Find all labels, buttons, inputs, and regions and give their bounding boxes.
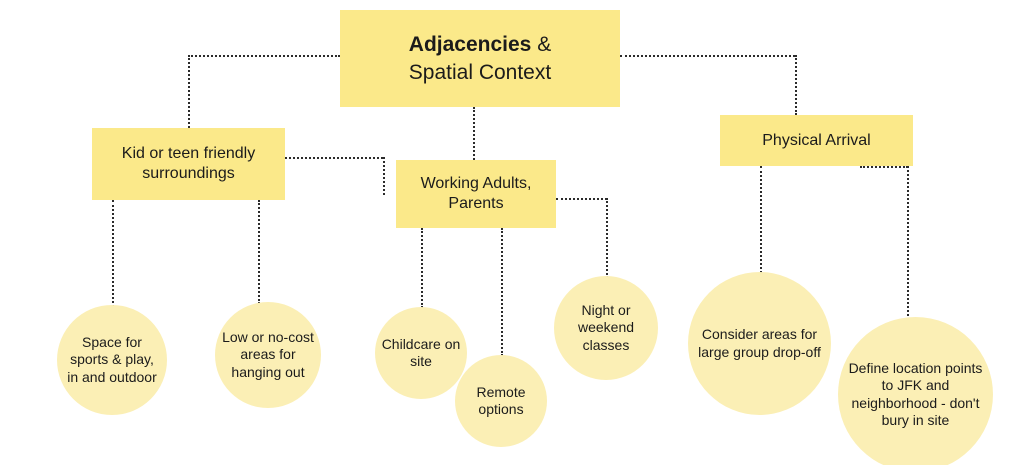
connector-arrival-to-jfk-horizontal — [860, 166, 908, 168]
root-node-label-rest: & Spatial Context — [408, 32, 552, 84]
connector-working-to-night-vertical — [606, 198, 608, 278]
leaf-node-define-location-points-jfk[interactable]: Define location points to JFK and neighb… — [838, 317, 993, 465]
leaf-node-large-group-drop-off[interactable]: Consider areas for large group drop-off — [688, 272, 831, 415]
leaf-node-label: Night or weekend classes — [577, 302, 635, 353]
branch-node-kid-or-teen-friendly-surroundings[interactable]: Kid or teen friendly surroundings — [92, 128, 285, 200]
connector-root-to-kid-vertical — [188, 55, 190, 128]
leaf-node-label: Define location points to JFK and neighb… — [848, 360, 983, 428]
connector-working-to-childcare-vertical — [421, 228, 423, 308]
leaf-node-label: Space for sports & play, in and outdoor — [67, 334, 157, 385]
connector-kid-to-working-horizontal — [285, 157, 383, 159]
connector-kid-to-working-vertical — [383, 157, 385, 195]
connector-root-to-working-vertical — [473, 107, 475, 160]
root-node-label-strong: Adjacencies — [408, 32, 532, 56]
branch-node-label: Physical Arrival — [762, 131, 871, 149]
leaf-node-low-or-no-cost-areas[interactable]: Low or no-cost areas for hanging out — [215, 302, 321, 408]
connector-root-to-arrival-horizontal — [620, 55, 795, 57]
connector-root-to-kid-horizontal — [188, 55, 340, 57]
leaf-node-label: Low or no-cost areas for hanging out — [222, 329, 314, 380]
leaf-node-remote-options[interactable]: Remote options — [455, 355, 547, 447]
leaf-node-label: Remote options — [476, 383, 526, 417]
leaf-node-label: Consider areas for large group drop-off — [698, 326, 821, 360]
connector-root-to-arrival-vertical — [795, 55, 797, 115]
leaf-node-space-for-sports-and-play[interactable]: Space for sports & play, in and outdoor — [57, 305, 167, 415]
root-node-label: Adjacencies & Spatial Context — [340, 31, 620, 86]
branch-node-label: Kid or teen friendly surroundings — [121, 145, 256, 182]
connector-kid-to-lowcost-vertical — [258, 200, 260, 304]
branch-node-physical-arrival[interactable]: Physical Arrival — [720, 115, 913, 166]
connector-kid-to-space-vertical — [112, 200, 114, 307]
connector-arrival-to-jfk-vertical — [907, 166, 909, 320]
leaf-node-label: Childcare on site — [381, 335, 461, 369]
root-node-adjacencies-spatial-context[interactable]: Adjacencies & Spatial Context — [340, 10, 620, 107]
leaf-node-childcare-on-site[interactable]: Childcare on site — [375, 307, 467, 399]
leaf-node-night-or-weekend-classes[interactable]: Night or weekend classes — [554, 276, 658, 380]
connector-working-to-night-horizontal — [556, 198, 607, 200]
connector-arrival-to-dropoff-vertical — [760, 166, 762, 273]
branch-node-working-adults-parents[interactable]: Working Adults, Parents — [396, 160, 556, 228]
connector-working-to-remote-vertical — [501, 228, 503, 356]
branch-node-label: Working Adults, Parents — [420, 175, 532, 212]
